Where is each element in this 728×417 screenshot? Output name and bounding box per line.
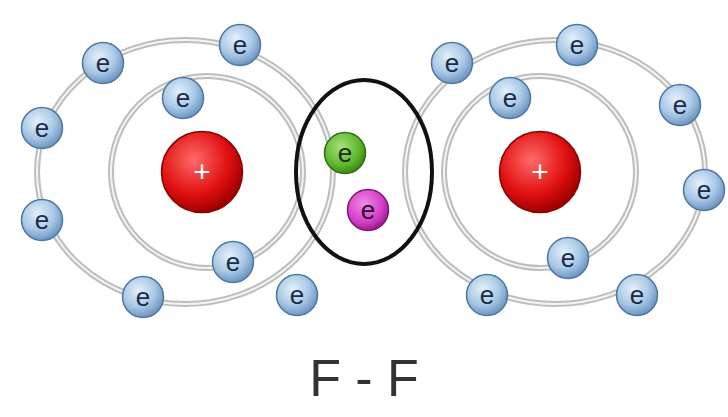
circle-outline bbox=[557, 25, 598, 66]
charge-symbol: + bbox=[193, 157, 211, 187]
electron: e bbox=[121, 275, 165, 319]
electron-symbol: e bbox=[570, 32, 584, 58]
electron-symbol: e bbox=[35, 115, 49, 141]
electron: e bbox=[275, 273, 319, 317]
circle-outline bbox=[163, 78, 204, 119]
circle-outline bbox=[220, 25, 261, 66]
circle-outline bbox=[348, 190, 389, 231]
electron-symbol: e bbox=[697, 177, 711, 203]
electron: e bbox=[615, 273, 659, 317]
circle-outline bbox=[22, 108, 63, 149]
inner-shell bbox=[444, 76, 636, 268]
shared-electron: e bbox=[323, 131, 367, 175]
electron: e bbox=[161, 76, 205, 120]
electron-symbol: e bbox=[226, 249, 240, 275]
circle-outline bbox=[22, 200, 63, 241]
electron-symbol: e bbox=[233, 32, 247, 58]
electron-symbol: e bbox=[338, 140, 352, 166]
inner-shell-highlight bbox=[111, 76, 303, 268]
shared-pair-ring bbox=[296, 80, 432, 264]
shared-electron: e bbox=[346, 188, 390, 232]
electron: e bbox=[81, 41, 125, 85]
circle-outline bbox=[617, 275, 658, 316]
electron-symbol: e bbox=[561, 245, 575, 271]
electron: e bbox=[488, 76, 532, 120]
electron-symbol: e bbox=[290, 282, 304, 308]
electron: e bbox=[430, 41, 474, 85]
circle-outline bbox=[684, 170, 725, 211]
electron: e bbox=[20, 198, 64, 242]
electron: e bbox=[682, 168, 726, 212]
electron: e bbox=[211, 240, 255, 284]
electron: e bbox=[658, 83, 702, 127]
electron: e bbox=[465, 273, 509, 317]
circle-outline bbox=[490, 78, 531, 119]
electron: e bbox=[555, 23, 599, 67]
inner-shell bbox=[111, 76, 303, 268]
outer-shell bbox=[37, 40, 333, 304]
outer-shell bbox=[405, 40, 705, 304]
outer-shell-highlight bbox=[405, 40, 705, 304]
circle-outline bbox=[123, 277, 164, 318]
electron-symbol: e bbox=[445, 50, 459, 76]
outer-shell-highlight bbox=[37, 40, 333, 304]
electron-symbol: e bbox=[136, 284, 150, 310]
circle-outline bbox=[660, 85, 701, 126]
electron-symbol: e bbox=[96, 50, 110, 76]
circle-outline bbox=[432, 43, 473, 84]
electron-shells bbox=[37, 40, 705, 304]
charge-symbol: + bbox=[531, 157, 549, 187]
electron-symbol: e bbox=[630, 282, 644, 308]
electron: e bbox=[218, 23, 262, 67]
electron-symbol: e bbox=[480, 282, 494, 308]
nucleus: + bbox=[160, 130, 244, 214]
circle-outline bbox=[83, 43, 124, 84]
circle-outline bbox=[500, 132, 581, 213]
electron-symbol: e bbox=[503, 85, 517, 111]
nucleus: + bbox=[498, 130, 582, 214]
formula-caption: F - F bbox=[309, 348, 419, 408]
circle-outline bbox=[467, 275, 508, 316]
electron-symbol: e bbox=[35, 207, 49, 233]
circle-outline bbox=[325, 133, 366, 174]
electron-symbol: e bbox=[361, 197, 375, 223]
electron-symbol: e bbox=[673, 92, 687, 118]
circle-outline bbox=[548, 238, 589, 279]
electron: e bbox=[546, 236, 590, 280]
circle-outline bbox=[162, 132, 243, 213]
electron: e bbox=[20, 106, 64, 150]
inner-shell-highlight bbox=[444, 76, 636, 268]
circle-outline bbox=[213, 242, 254, 283]
electron-symbol: e bbox=[176, 85, 190, 111]
circle-outline bbox=[277, 275, 318, 316]
